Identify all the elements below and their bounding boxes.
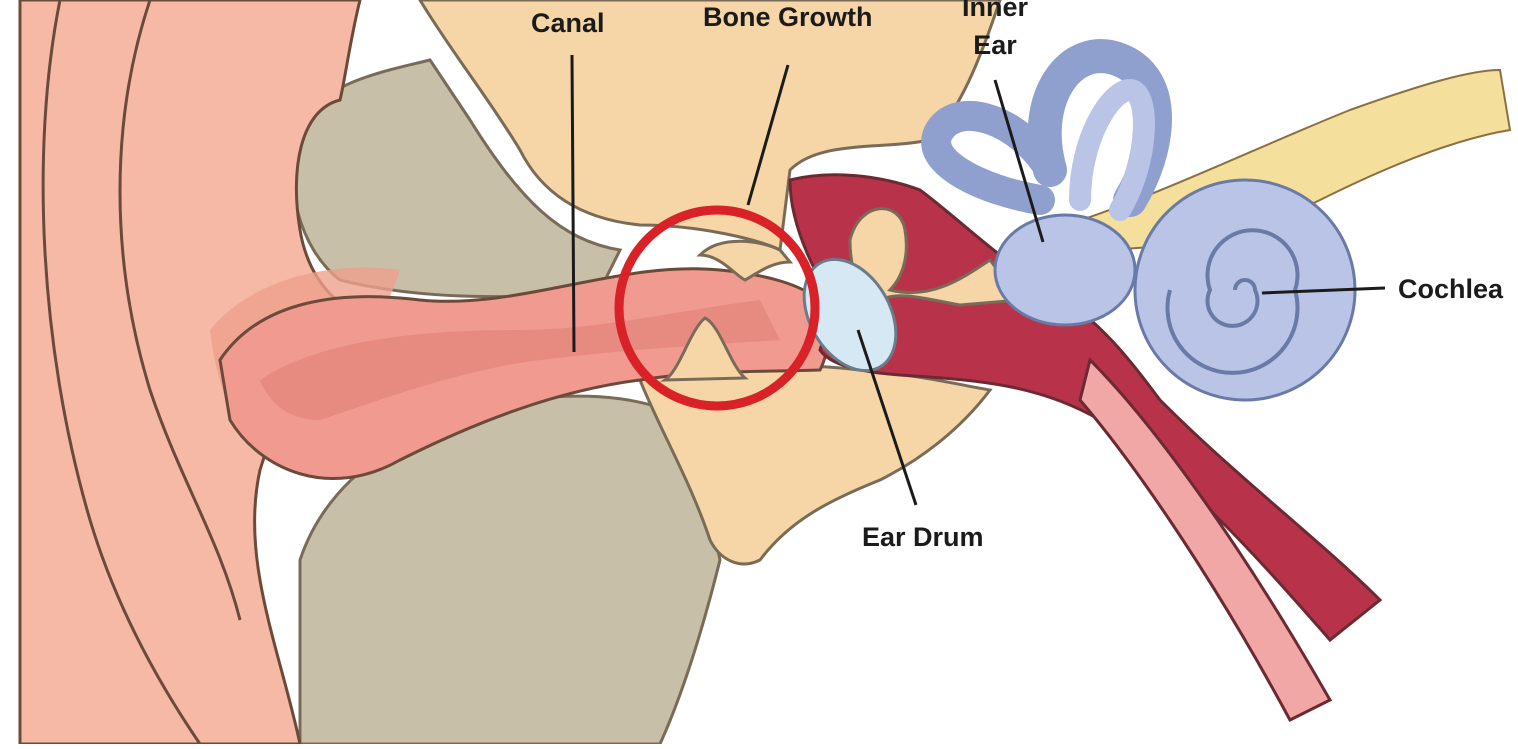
label-inner-ear-line2: Ear — [973, 30, 1017, 60]
vestibule — [993, 213, 1137, 327]
canal-leader-line — [570, 54, 576, 353]
ear-canal-deep — [260, 300, 780, 420]
bone-growth-leader-line — [746, 64, 790, 206]
label-canal: Canal — [531, 8, 605, 38]
label-cochlea: Cochlea — [1398, 274, 1504, 304]
label-ear-drum: Ear Drum — [862, 522, 984, 552]
semicircular-canal-3 — [1069, 78, 1155, 221]
ear-drum-leader-line — [856, 329, 918, 506]
semicircular-canal-2 — [921, 100, 1065, 215]
inner-ear-leader-line — [993, 79, 1045, 243]
bone-growth-upper — [696, 239, 794, 282]
label-bone-growth: Bone Growth — [703, 2, 873, 32]
temporal-bone-lower — [637, 364, 993, 566]
cochlea-leader-line — [1261, 286, 1386, 295]
pinna-fold — [41, 0, 202, 745]
label-inner-ear-line1: Inner — [961, 0, 1028, 22]
cochlea-spiral — [1165, 228, 1300, 375]
bone-growth-highlight-circle — [614, 205, 820, 411]
eustachian-tube — [1078, 357, 1333, 722]
bone-growth-lower — [659, 316, 749, 382]
pinna-inner-fold — [118, 0, 242, 621]
